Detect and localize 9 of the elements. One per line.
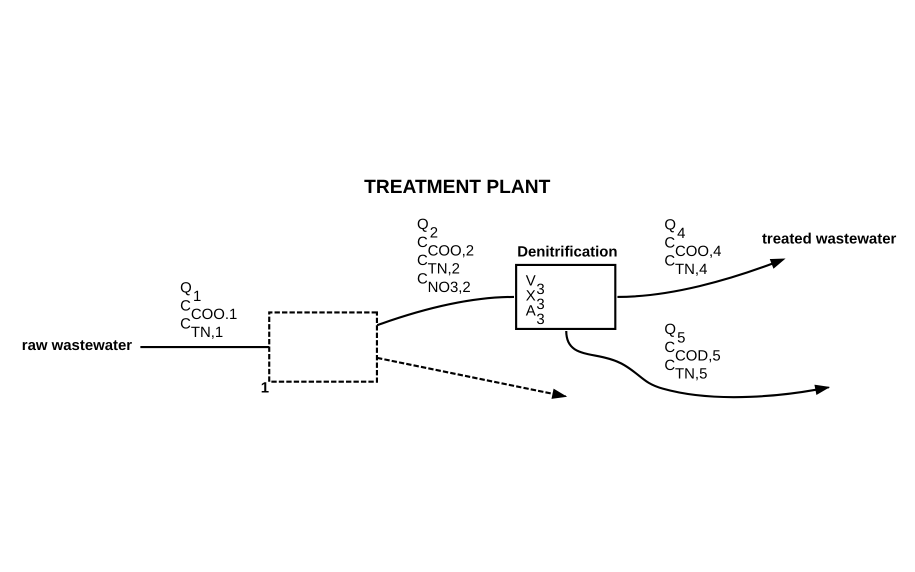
- node-text: raw wastewater: [21, 336, 132, 354]
- node-text: treated wastewater: [761, 230, 896, 248]
- node-box: [268, 311, 378, 383]
- connector: [140, 346, 269, 348]
- node-label: 1: [260, 380, 269, 397]
- arrow: [616, 258, 786, 298]
- node-label: Denitrification: [516, 244, 618, 261]
- connector: [376, 296, 514, 326]
- diagram-title: TREATMENT PLANT: [364, 176, 550, 198]
